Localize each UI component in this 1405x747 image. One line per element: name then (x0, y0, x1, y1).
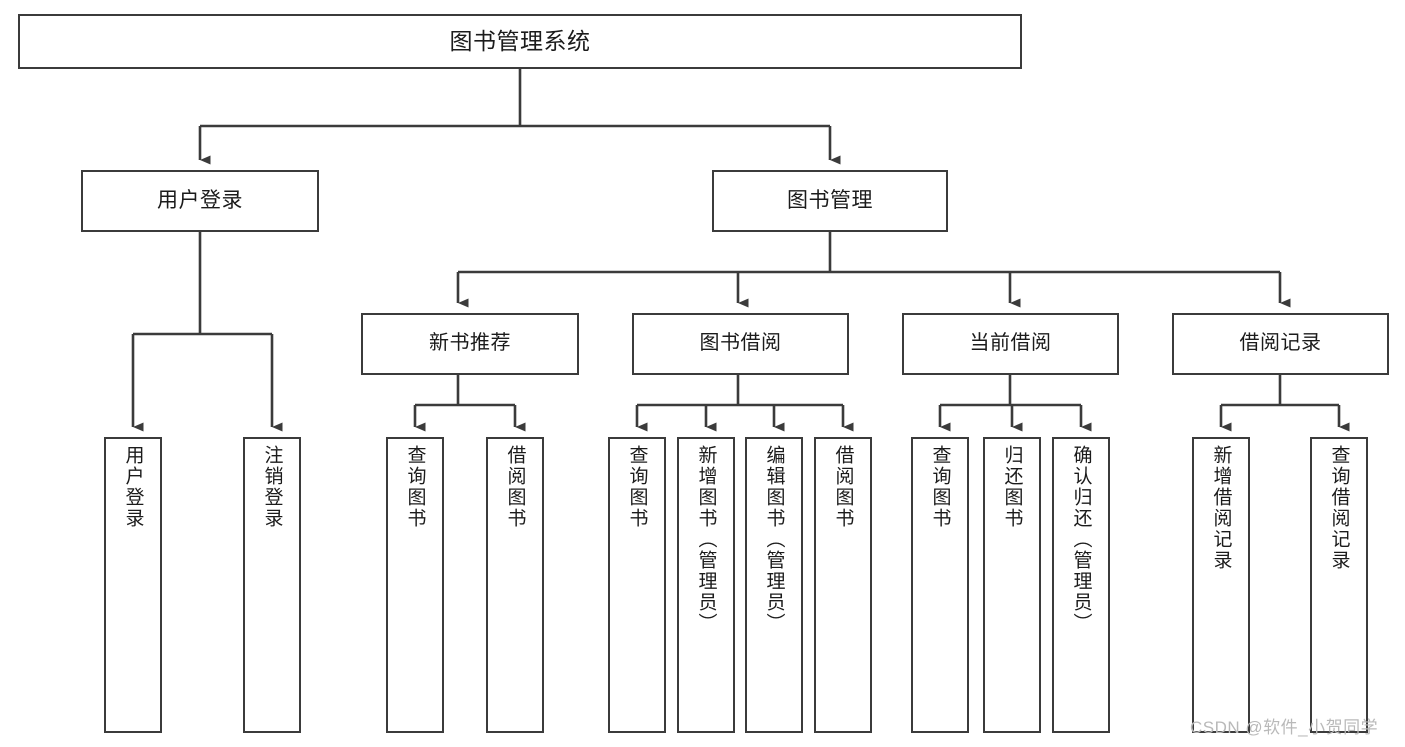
leaf-query-book-3[interactable]: 查询图书 (911, 437, 969, 733)
leaf-query-record-label: 查询借阅记录 (1328, 445, 1350, 571)
csdn-watermark: CSDN @软件_小贺同学 (1190, 718, 1379, 737)
node-book-manage-label: 图书管理 (787, 188, 873, 212)
node-borrow-record[interactable]: 借阅记录 (1172, 313, 1389, 375)
leaf-edit-book[interactable]: 编辑图书（管理员） (745, 437, 803, 733)
leaf-borrow-book-1-label: 借阅图书 (504, 445, 526, 529)
node-user-login-label: 用户登录 (157, 188, 243, 212)
leaf-return-book[interactable]: 归还图书 (983, 437, 1041, 733)
node-root-label: 图书管理系统 (449, 27, 591, 54)
leaf-query-book-2[interactable]: 查询图书 (608, 437, 666, 733)
leaf-edit-book-label: 编辑图书（管理员） (763, 445, 785, 634)
leaf-confirm-return-label: 确认归还（管理员） (1070, 445, 1092, 634)
leaf-query-book-2-label: 查询图书 (626, 445, 648, 529)
leaf-borrow-book-1[interactable]: 借阅图书 (486, 437, 544, 733)
leaf-add-record[interactable]: 新增借阅记录 (1192, 437, 1250, 733)
node-root[interactable]: 图书管理系统 (18, 14, 1022, 69)
node-current-borrow[interactable]: 当前借阅 (902, 313, 1119, 375)
leaf-user-login-label: 用户登录 (122, 445, 144, 529)
leaf-query-book-1[interactable]: 查询图书 (386, 437, 444, 733)
node-new-book-recommend-label: 新书推荐 (429, 332, 511, 355)
leaf-query-record[interactable]: 查询借阅记录 (1310, 437, 1368, 733)
leaf-confirm-return[interactable]: 确认归还（管理员） (1052, 437, 1110, 733)
leaf-add-book[interactable]: 新增图书（管理员） (677, 437, 735, 733)
node-borrow-record-label: 借阅记录 (1239, 332, 1322, 355)
leaf-return-book-label: 归还图书 (1001, 445, 1023, 529)
node-current-borrow-label: 当前借阅 (969, 332, 1052, 355)
node-book-manage[interactable]: 图书管理 (712, 170, 948, 232)
node-new-book-recommend[interactable]: 新书推荐 (361, 313, 579, 375)
leaf-add-book-label: 新增图书（管理员） (695, 445, 717, 634)
leaf-add-record-label: 新增借阅记录 (1210, 445, 1232, 571)
node-book-borrow-label: 图书借阅 (699, 332, 782, 355)
leaf-user-login[interactable]: 用户登录 (104, 437, 162, 733)
leaf-query-book-1-label: 查询图书 (404, 445, 426, 529)
leaf-borrow-book-2-label: 借阅图书 (832, 445, 854, 529)
node-book-borrow[interactable]: 图书借阅 (632, 313, 849, 375)
leaf-borrow-book-2[interactable]: 借阅图书 (814, 437, 872, 733)
leaf-query-book-3-label: 查询图书 (929, 445, 951, 529)
leaf-logout[interactable]: 注销登录 (243, 437, 301, 733)
node-user-login[interactable]: 用户登录 (81, 170, 319, 232)
leaf-logout-label: 注销登录 (261, 445, 283, 529)
